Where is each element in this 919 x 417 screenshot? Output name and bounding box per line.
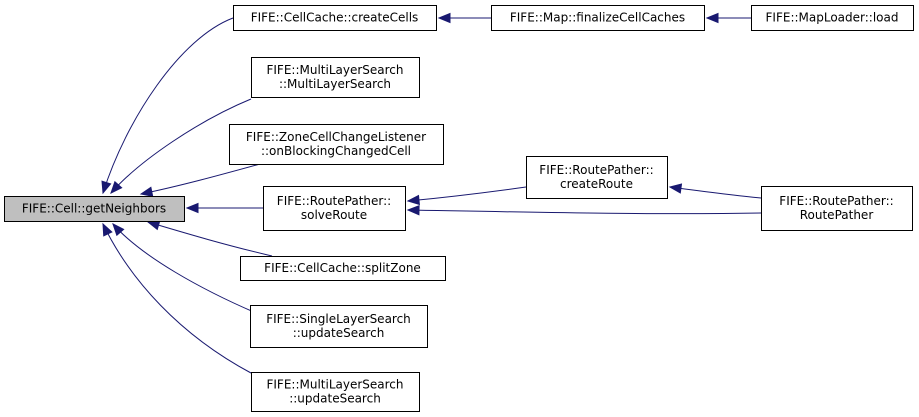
edges-layer <box>101 12 762 374</box>
edge-createCells-to-getNeighbors <box>102 17 234 194</box>
node-box <box>233 5 437 31</box>
node-createCells[interactable]: FIFE::CellCache::createCells <box>233 5 437 31</box>
node-label: FIFE::Cell::getNeighbors <box>22 202 166 216</box>
edge-split-to-getNeighbors <box>147 221 273 257</box>
arrowhead-icon <box>668 183 683 194</box>
node-label: FIFE::RoutePather:: <box>779 194 893 208</box>
node-box <box>491 5 705 31</box>
node-label: FIFE::MultiLayerSearch <box>266 63 403 77</box>
node-label: solveRoute <box>301 208 367 222</box>
arrowhead-icon <box>102 222 113 237</box>
edge-mlsUpdate-to-getNeighbors <box>102 223 252 374</box>
edge-mlsCtor-to-getNeighbors <box>110 98 252 194</box>
node-createRoute[interactable]: FIFE::RoutePather::createRoute <box>526 156 668 199</box>
node-label: ::MultiLayerSearch <box>279 77 391 91</box>
arrowhead-icon <box>146 220 161 231</box>
arrowhead-icon <box>437 12 451 24</box>
nodes-layer: FIFE::Cell::getNeighborsFIFE::CellCache:… <box>4 5 914 412</box>
node-solve[interactable]: FIFE::RoutePather::solveRoute <box>263 186 406 231</box>
arrowhead-icon <box>110 180 123 194</box>
node-label: FIFE::Map::finalizeCellCaches <box>510 11 685 25</box>
node-label: FIFE::RoutePather:: <box>539 163 653 177</box>
arrowhead-icon <box>406 194 420 206</box>
node-label: FIFE::MapLoader::load <box>766 11 899 25</box>
node-label: ::updateSearch <box>289 392 381 406</box>
node-label: FIFE::CellCache::createCells <box>251 11 419 25</box>
node-mlsCtor[interactable]: FIFE::MultiLayerSearch::MultiLayerSearch <box>251 57 420 98</box>
node-box <box>751 5 914 31</box>
node-box <box>229 124 444 165</box>
node-mlsUpdate[interactable]: FIFE::MultiLayerSearch::updateSearch <box>251 372 420 412</box>
node-label: FIFE::SingleLayerSearch <box>266 312 411 326</box>
arrowhead-icon <box>185 202 199 214</box>
node-load[interactable]: FIFE::MapLoader::load <box>751 5 914 31</box>
node-label: RoutePather <box>800 208 874 222</box>
node-label: FIFE::MultiLayerSearch <box>266 378 403 392</box>
arrowhead-icon <box>101 180 112 195</box>
node-box <box>4 196 185 222</box>
node-label: ::updateSearch <box>293 326 385 340</box>
edge-createRoute-to-solve <box>407 186 527 202</box>
edge-rpCtor-to-createRoute <box>669 186 762 199</box>
node-box <box>250 305 428 348</box>
node-slsUpdate[interactable]: FIFE::SingleLayerSearch::updateSearch <box>250 305 428 348</box>
node-getNeighbors[interactable]: FIFE::Cell::getNeighbors <box>4 196 185 222</box>
node-label: FIFE::RoutePather:: <box>277 194 391 208</box>
node-box <box>263 186 406 231</box>
node-rpCtor[interactable]: FIFE::RoutePather::RoutePather <box>761 186 913 231</box>
node-box <box>251 57 420 98</box>
node-label: FIFE::CellCache::splitZone <box>264 261 421 275</box>
node-box <box>526 156 668 199</box>
node-label: FIFE::ZoneCellChangeListener <box>246 130 426 144</box>
arrowhead-icon <box>112 223 125 237</box>
arrowhead-icon <box>406 204 420 216</box>
arrowhead-icon <box>705 12 719 24</box>
arrowhead-icon <box>139 186 154 197</box>
node-box <box>251 372 420 412</box>
edge-rpCtor-to-solve <box>407 209 762 215</box>
node-split[interactable]: FIFE::CellCache::splitZone <box>240 256 446 281</box>
node-finalize[interactable]: FIFE::Map::finalizeCellCaches <box>491 5 705 31</box>
edge-zone-to-getNeighbors <box>140 163 261 195</box>
node-zone[interactable]: FIFE::ZoneCellChangeListener::onBlocking… <box>229 124 444 165</box>
node-label: createRoute <box>560 177 633 191</box>
node-label: ::onBlockingChangedCell <box>261 144 411 158</box>
edge-slsUpdate-to-getNeighbors <box>112 223 269 319</box>
node-box <box>240 256 446 281</box>
node-box <box>761 186 913 231</box>
